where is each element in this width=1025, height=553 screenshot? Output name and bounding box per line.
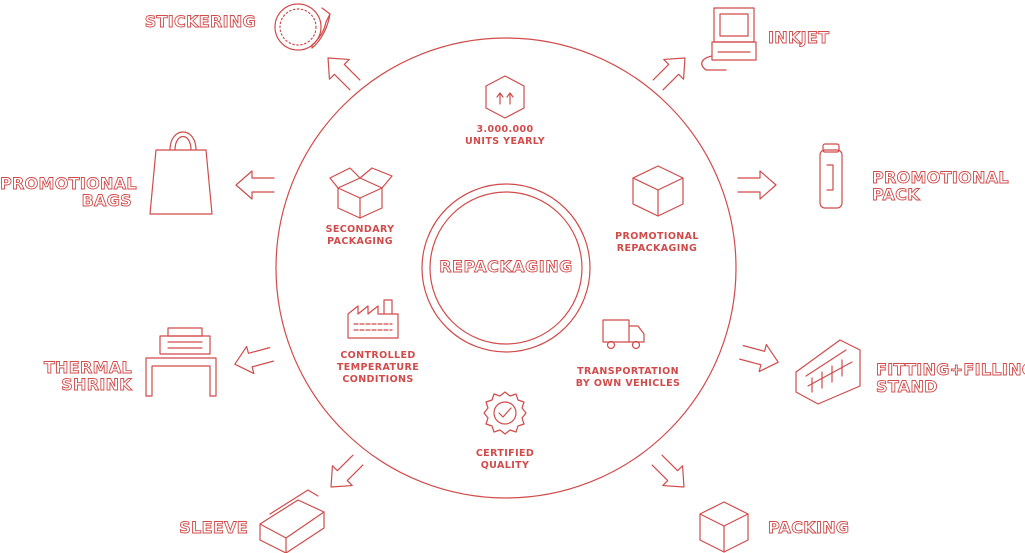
bottle-icon	[819, 143, 843, 209]
label-certified-quality: CERTIFIED QUALITY	[475, 448, 535, 471]
cube-arrows-icon	[485, 75, 525, 119]
hub	[421, 183, 591, 353]
sleeve-box-icon	[259, 489, 325, 553]
arrow-promotional-bags	[235, 170, 275, 200]
certified-badge-icon	[483, 391, 527, 435]
inkjet-printer-icon	[701, 7, 757, 71]
label-controlled-temperature: CONTROLLED TEMPERATURE CONDITIONS	[336, 350, 420, 385]
label-inkjet: INKJET	[768, 28, 830, 47]
sticker-roll-icon	[274, 3, 331, 51]
arrow-inkjet	[652, 57, 686, 91]
closed-box-icon	[632, 165, 684, 217]
label-fitting-filling-stand: FITTING+FILLING STAND	[876, 360, 1025, 396]
arrow-promotional-pack	[737, 170, 777, 200]
packing-box-icon	[699, 501, 749, 553]
open-box-icon	[329, 167, 393, 219]
label-thermal-shrink: THERMAL SHRINK	[43, 358, 132, 394]
truck-icon	[602, 319, 645, 350]
arrow-stickering	[327, 57, 361, 91]
arrow-packing	[651, 454, 685, 488]
display-stand-icon	[795, 339, 861, 405]
label-promotional-bags: PROMOTIONAL BAGS	[0, 174, 137, 210]
label-stickering: STICKERING	[144, 12, 256, 31]
arrow-sleeve	[330, 454, 364, 488]
label-sleeve: SLEEVE	[179, 518, 248, 537]
factory-icon	[347, 299, 399, 339]
label-promotional-pack: PROMOTIONAL PACK	[872, 168, 1010, 204]
shrink-tunnel-icon	[145, 327, 217, 397]
arrow-fitting-stand	[739, 343, 779, 373]
arrow-thermal-shrink	[234, 345, 274, 375]
label-packing: PACKING	[768, 518, 850, 537]
center-label: REPACKAGING	[439, 257, 573, 276]
label-units-yearly: 3.000.000 UNITS YEARLY	[464, 124, 546, 147]
shopping-bag-icon	[149, 131, 213, 215]
label-promotional-repackaging: PROMOTIONAL REPACKAGING	[615, 231, 699, 254]
outer-ring	[275, 37, 737, 499]
label-secondary-packaging: SECONDARY PACKAGING	[325, 224, 395, 247]
label-transportation: TRANSPORTATION BY OWN VEHICLES	[575, 366, 681, 389]
